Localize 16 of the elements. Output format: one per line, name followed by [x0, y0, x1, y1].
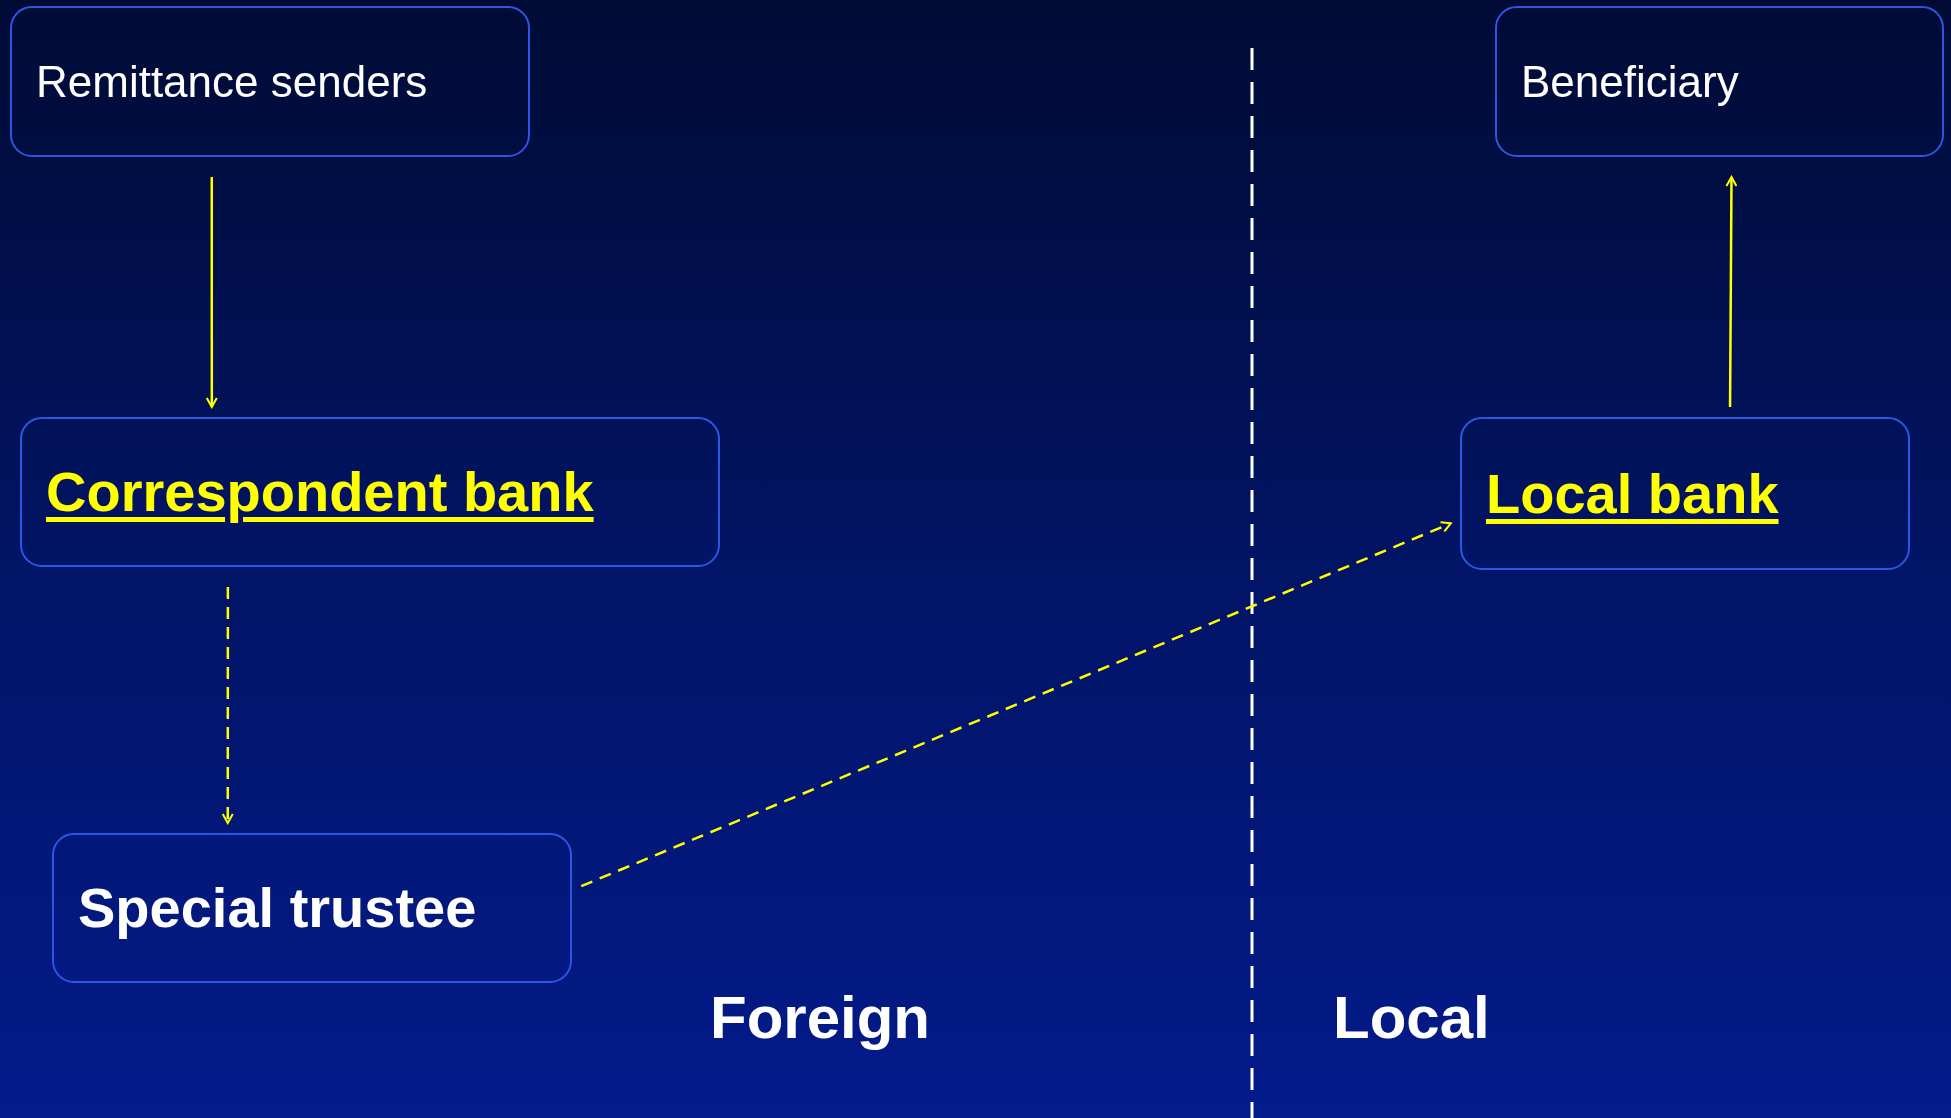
region-label: Foreign	[710, 983, 930, 1053]
process-box	[10, 6, 530, 157]
arrow	[205, 177, 218, 408]
process-box	[20, 417, 720, 567]
node-label: Remittance senders	[36, 56, 428, 108]
node-label: Correspondent bank	[46, 459, 594, 525]
process-box	[52, 833, 572, 983]
process-box	[1495, 6, 1944, 157]
arrow	[1725, 176, 1738, 407]
region-label: Local	[1333, 983, 1490, 1053]
arrow	[221, 587, 234, 824]
arrow	[580, 521, 1452, 888]
node-label: Special trustee	[78, 875, 477, 941]
node-label: Local bank	[1486, 460, 1779, 527]
process-box	[1460, 417, 1910, 570]
node-label: Beneficiary	[1521, 56, 1739, 108]
